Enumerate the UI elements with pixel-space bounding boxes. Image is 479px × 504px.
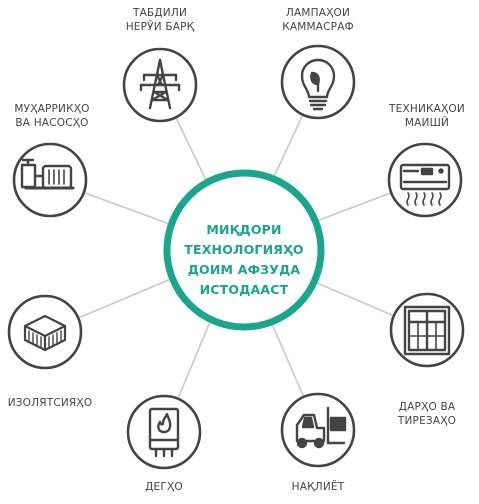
light-bulb-icon [300, 58, 336, 111]
center-line-3: ДОИМ АФЗУДА [187, 262, 301, 277]
forklift-icon [295, 406, 347, 449]
label-motors-pumps: МУҲАРРИКҲО ВА НАСОСҲО [4, 102, 100, 130]
label-led-lamps-line1: ЛАМПАҲОИ [285, 7, 351, 19]
label-transport: НАҚЛИЁТ [278, 480, 358, 494]
node-appliances [387, 142, 463, 218]
motor-pump-icon [20, 158, 75, 190]
node-motors-pumps [12, 142, 88, 218]
label-windows-doors-line1: ДАРҲО ВА [398, 401, 456, 413]
center-line-1: МИҚДОРИ [206, 222, 282, 237]
label-motors-pumps-line2: ВА НАСОСҲО [15, 117, 89, 129]
label-led-lamps: ЛАМПАҲОИ КАММАСРАФ [270, 6, 366, 34]
boiler-icon [148, 407, 180, 458]
center-hub [163, 169, 325, 331]
insulation-icon [23, 314, 67, 352]
label-transport-line1: НАҚЛИЁТ [291, 481, 345, 493]
label-boilers-line1: ДЕГҲО [145, 481, 183, 493]
label-appliances-line1: ТЕХНИКАҲОИ [389, 103, 465, 115]
label-power-conversion-line1: ТАБДИЛИ [132, 7, 187, 19]
node-insulation [7, 294, 83, 370]
window-icon [403, 305, 451, 356]
label-motors-pumps-line1: МУҲАРРИКҲО [14, 103, 90, 115]
label-boilers: ДЕГҲО [126, 480, 202, 494]
center-line-2: ТЕХНОЛОГИЯҲО [184, 242, 304, 257]
label-power-conversion: ТАБДИЛИ НЕРӮИ БАРҚ [115, 6, 205, 34]
label-led-lamps-line2: КАММАСРАФ [282, 21, 354, 33]
label-windows-doors-line2: ТИРЕЗАҲО [397, 415, 457, 427]
node-transport [280, 392, 356, 468]
label-appliances-line2: МАИШӢ [404, 117, 450, 129]
center-text: МИҚДОРИ ТЕХНОЛОГИЯҲО ДОИМ АФЗУДА ИСТОДАА… [179, 220, 309, 300]
air-conditioner-icon [399, 163, 451, 206]
center-ring [163, 169, 325, 331]
label-power-conversion-line2: НЕРӮИ БАРҚ [125, 21, 195, 33]
label-insulation: ИЗОЛЯТСИЯҲО [2, 396, 98, 410]
label-insulation-line1: ИЗОЛЯТСИЯҲО [7, 397, 93, 409]
label-windows-doors: ДАРҲО ВА ТИРЕЗАҲО [382, 400, 472, 428]
label-appliances: ТЕХНИКАҲОИ МАИШӢ [380, 102, 474, 130]
power-tower-icon [139, 58, 181, 110]
center-line-4: ИСТОДААСТ [199, 282, 289, 297]
